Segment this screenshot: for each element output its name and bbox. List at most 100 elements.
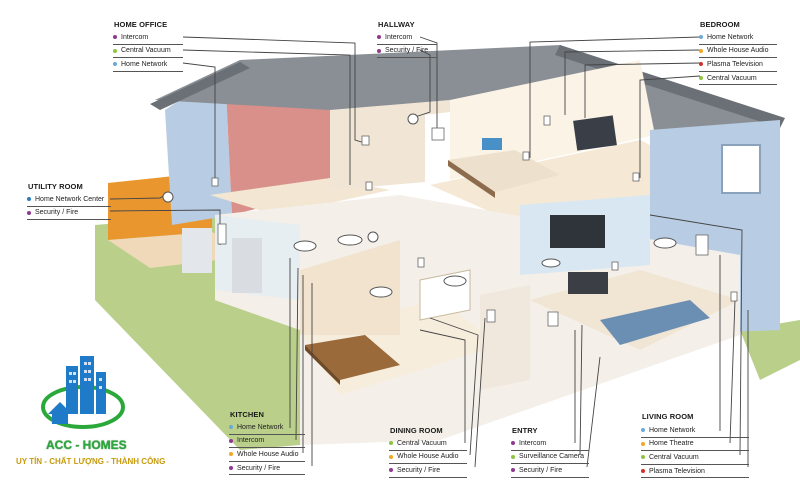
legend-label: Security / Fire xyxy=(35,209,79,217)
legend-label: Security / Fire xyxy=(519,466,563,474)
central-vacuum-dot xyxy=(699,76,703,81)
room-label-hallway: HALLWAY xyxy=(378,20,415,29)
legend-home-office: Intercom Central Vacuum Home Network xyxy=(113,31,183,72)
legend-row: Security / Fire xyxy=(229,462,305,476)
legend-label: Home Theatre xyxy=(649,440,694,448)
legend-row: Central Vacuum xyxy=(699,72,777,86)
legend-row: Whole House Audio xyxy=(699,45,777,59)
legend-row: Home Network Center xyxy=(27,193,111,207)
legend-label: Home Network xyxy=(649,426,696,434)
legend-row: Security / Fire xyxy=(511,464,589,478)
legend-label: Whole House Audio xyxy=(397,453,459,461)
legend-label: Central Vacuum xyxy=(649,453,699,461)
room-label-utility-room: UTILITY ROOM xyxy=(28,182,83,191)
legend-living-room: Home Network Home Theatre Central Vacuum… xyxy=(641,424,749,479)
logo-tagline: UY TÍN - CHẤT LƯỢNG - THÀNH CÔNG xyxy=(16,457,166,466)
legend-dining-room: Central Vacuum Whole House Audio Securit… xyxy=(389,437,467,478)
roof-edge-right xyxy=(555,45,785,128)
hallway-column xyxy=(425,112,450,230)
roof-edge xyxy=(150,62,250,110)
legend-row: Intercom xyxy=(377,31,437,45)
security-fire-dot xyxy=(389,468,393,473)
legend-label: Home Network xyxy=(121,60,168,68)
intercom-dot xyxy=(229,438,233,443)
intercom-dot xyxy=(113,35,117,40)
security-fire-dot xyxy=(511,468,515,473)
legend-label: Security / Fire xyxy=(237,464,281,472)
home-theatre-cabinet xyxy=(568,272,608,294)
legend-row: Surveillance Camera xyxy=(511,451,589,465)
legend-row: Home Network xyxy=(229,421,305,435)
legend-utility-room: Home Network Center Security / Fire xyxy=(27,193,111,221)
fridge xyxy=(232,238,262,293)
legend-label: Home Network Center xyxy=(35,195,105,203)
kitchen-appliance xyxy=(182,228,212,273)
legend-row: Plasma Television xyxy=(699,58,777,72)
room-label-home-office: HOME OFFICE xyxy=(114,20,168,29)
home-network-center-dot xyxy=(27,197,31,202)
legend-kitchen: Home Network Intercom Whole House Audio … xyxy=(229,421,305,476)
intercom-dot xyxy=(511,441,515,446)
legend-row: Home Theatre xyxy=(641,438,749,452)
legend-row: Security / Fire xyxy=(27,207,111,221)
room-label-living-room: LIVING ROOM xyxy=(642,412,694,421)
plasma-television-dot xyxy=(641,469,645,474)
legend-row: Plasma Television xyxy=(641,465,749,479)
plasma-television-dot xyxy=(699,62,703,67)
room-label-entry: ENTRY xyxy=(512,426,538,435)
legend-entry: Intercom Surveillance Camera Security / … xyxy=(511,437,589,478)
right-window xyxy=(721,144,761,194)
legend-label: Home Network xyxy=(237,423,284,431)
legend-label: Whole House Audio xyxy=(707,47,769,55)
legend-row: Home Network xyxy=(699,31,777,45)
sofa xyxy=(600,300,710,345)
legend-label: Plasma Television xyxy=(707,60,763,68)
legend-row: Security / Fire xyxy=(377,45,437,59)
room-label-dining-room: DINING ROOM xyxy=(390,426,443,435)
legend-row: Whole House Audio xyxy=(229,448,305,462)
whole-house-audio-dot xyxy=(389,454,393,459)
legend-label: Intercom xyxy=(519,439,547,447)
legend-label: Plasma Television xyxy=(649,467,705,475)
central-vacuum-dot xyxy=(641,455,645,460)
logo-brand-name: ACC - HOMES xyxy=(46,438,127,452)
legend-hallway: Intercom Security / Fire xyxy=(377,31,437,59)
legend-label: Security / Fire xyxy=(397,466,441,474)
legend-bedroom: Home Network Whole House Audio Plasma Te… xyxy=(699,31,777,86)
legend-label: Intercom xyxy=(385,33,413,41)
bed-base xyxy=(448,160,495,198)
surveillance-camera-dot xyxy=(511,454,515,459)
hallway-wall xyxy=(330,100,450,190)
home-network-dot xyxy=(229,425,233,430)
wiring-leaders xyxy=(109,36,749,468)
home-network-dot xyxy=(641,428,645,433)
legend-row: Central Vacuum xyxy=(113,45,183,59)
home-network-dot xyxy=(113,62,117,67)
ceiling-speakers xyxy=(162,113,677,298)
legend-label: Central Vacuum xyxy=(397,439,447,447)
home-network-dot xyxy=(699,35,703,40)
legend-label: Security / Fire xyxy=(385,47,429,55)
legend-label: Central Vacuum xyxy=(121,47,171,55)
lawn xyxy=(95,215,300,450)
home-theatre-dot xyxy=(641,441,645,446)
dining-room-wall xyxy=(300,240,400,335)
room-label-bedroom: BEDROOM xyxy=(700,20,740,29)
security-fire-dot xyxy=(377,48,381,53)
legend-row: Intercom xyxy=(113,31,183,45)
lawn-right xyxy=(740,320,800,380)
legend-label: Central Vacuum xyxy=(707,74,757,82)
legend-label: Intercom xyxy=(121,33,149,41)
bed xyxy=(448,150,560,192)
room-label-kitchen: KITCHEN xyxy=(230,410,265,419)
legend-row: Central Vacuum xyxy=(641,451,749,465)
legend-row: Home Network xyxy=(641,424,749,438)
legend-row: Whole House Audio xyxy=(389,451,467,465)
legend-row: Intercom xyxy=(229,435,305,449)
dining-table-side xyxy=(305,345,340,385)
whole-house-audio-dot xyxy=(699,48,703,53)
central-vacuum-dot xyxy=(113,48,117,53)
entry-wall xyxy=(480,285,530,390)
living-room-plasma-tv xyxy=(550,215,605,248)
